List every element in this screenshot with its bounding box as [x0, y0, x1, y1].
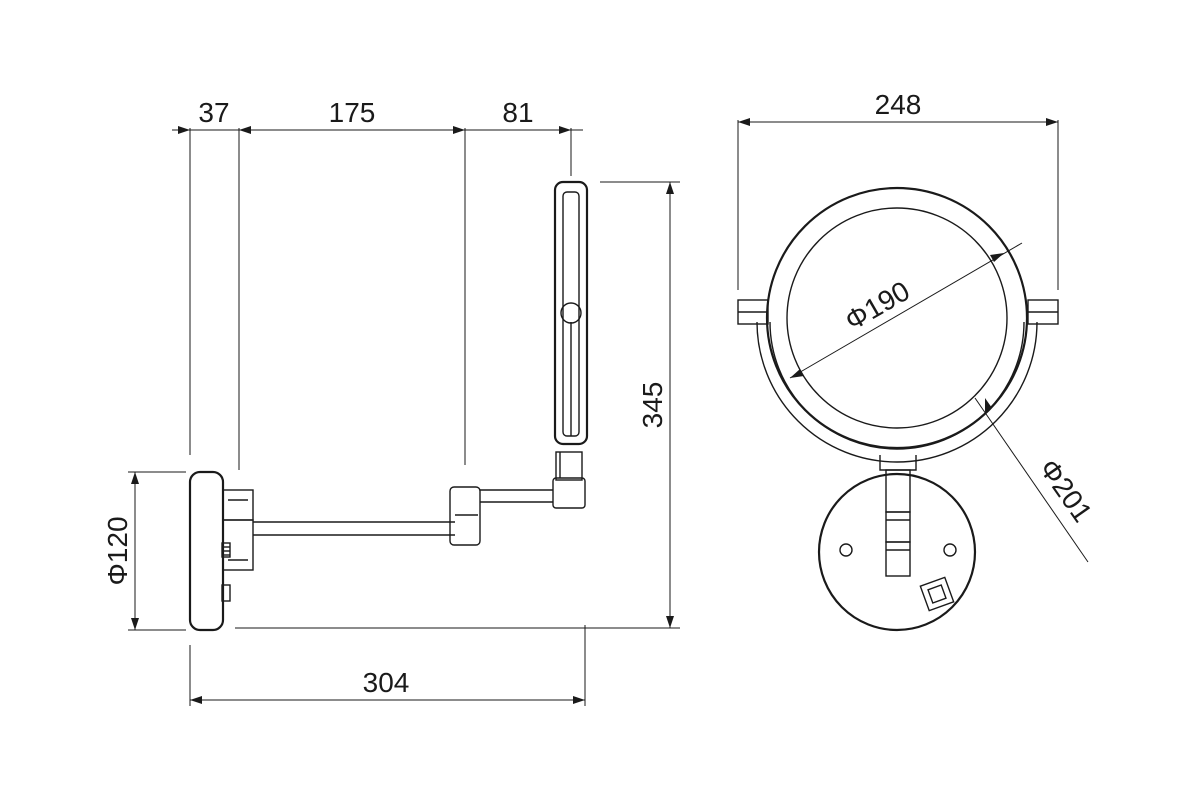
dim-mirror-diameter: Φ190 — [789, 242, 1023, 379]
wall-base-plate — [188, 470, 225, 632]
side-view: 37 175 81 345 Φ120 304 — [102, 97, 680, 706]
mount-block-upper — [222, 489, 254, 521]
mirror-frame — [765, 186, 1029, 450]
elbow-joint — [449, 486, 481, 546]
arm-front-top — [885, 469, 911, 513]
dim-top-chain: 37 175 81 — [172, 97, 583, 134]
arm-front-mid — [885, 511, 911, 543]
set-screw — [221, 542, 231, 558]
wall-rosette — [817, 472, 977, 632]
dim-label-81: 81 — [502, 97, 533, 128]
swivel-joint — [552, 477, 586, 509]
rosette-hole-left — [839, 543, 853, 557]
front-view: Φ190 Φ201 248 — [737, 89, 1098, 632]
arm-front-bottom — [885, 541, 911, 577]
mount-block-lower — [222, 519, 254, 571]
mirror-pivot — [560, 302, 582, 324]
dim-total-width: 304 — [190, 667, 585, 704]
base-switch — [221, 584, 231, 602]
dim-label-phi201: Φ201 — [1033, 453, 1098, 527]
dim-label-304: 304 — [363, 667, 410, 698]
light-switch-inner — [927, 584, 947, 604]
mirror-profile-outer — [553, 180, 589, 446]
dim-base-diameter: Φ120 — [102, 472, 139, 630]
rosette-hole-right — [943, 543, 957, 557]
yoke-outer — [756, 321, 1038, 463]
mirror-neck — [555, 451, 583, 481]
dim-label-37: 37 — [198, 97, 229, 128]
yoke-stem — [879, 455, 917, 471]
dim-label-248: 248 — [875, 89, 922, 120]
light-switch-outer — [919, 576, 955, 612]
mirror-glass — [786, 207, 1008, 429]
dim-label-phi120: Φ120 — [102, 516, 133, 585]
dim-front-width: 248 — [737, 89, 1059, 290]
dim-height: 345 — [637, 182, 674, 628]
dim-label-175: 175 — [329, 97, 376, 128]
dim-label-345: 345 — [637, 382, 668, 429]
